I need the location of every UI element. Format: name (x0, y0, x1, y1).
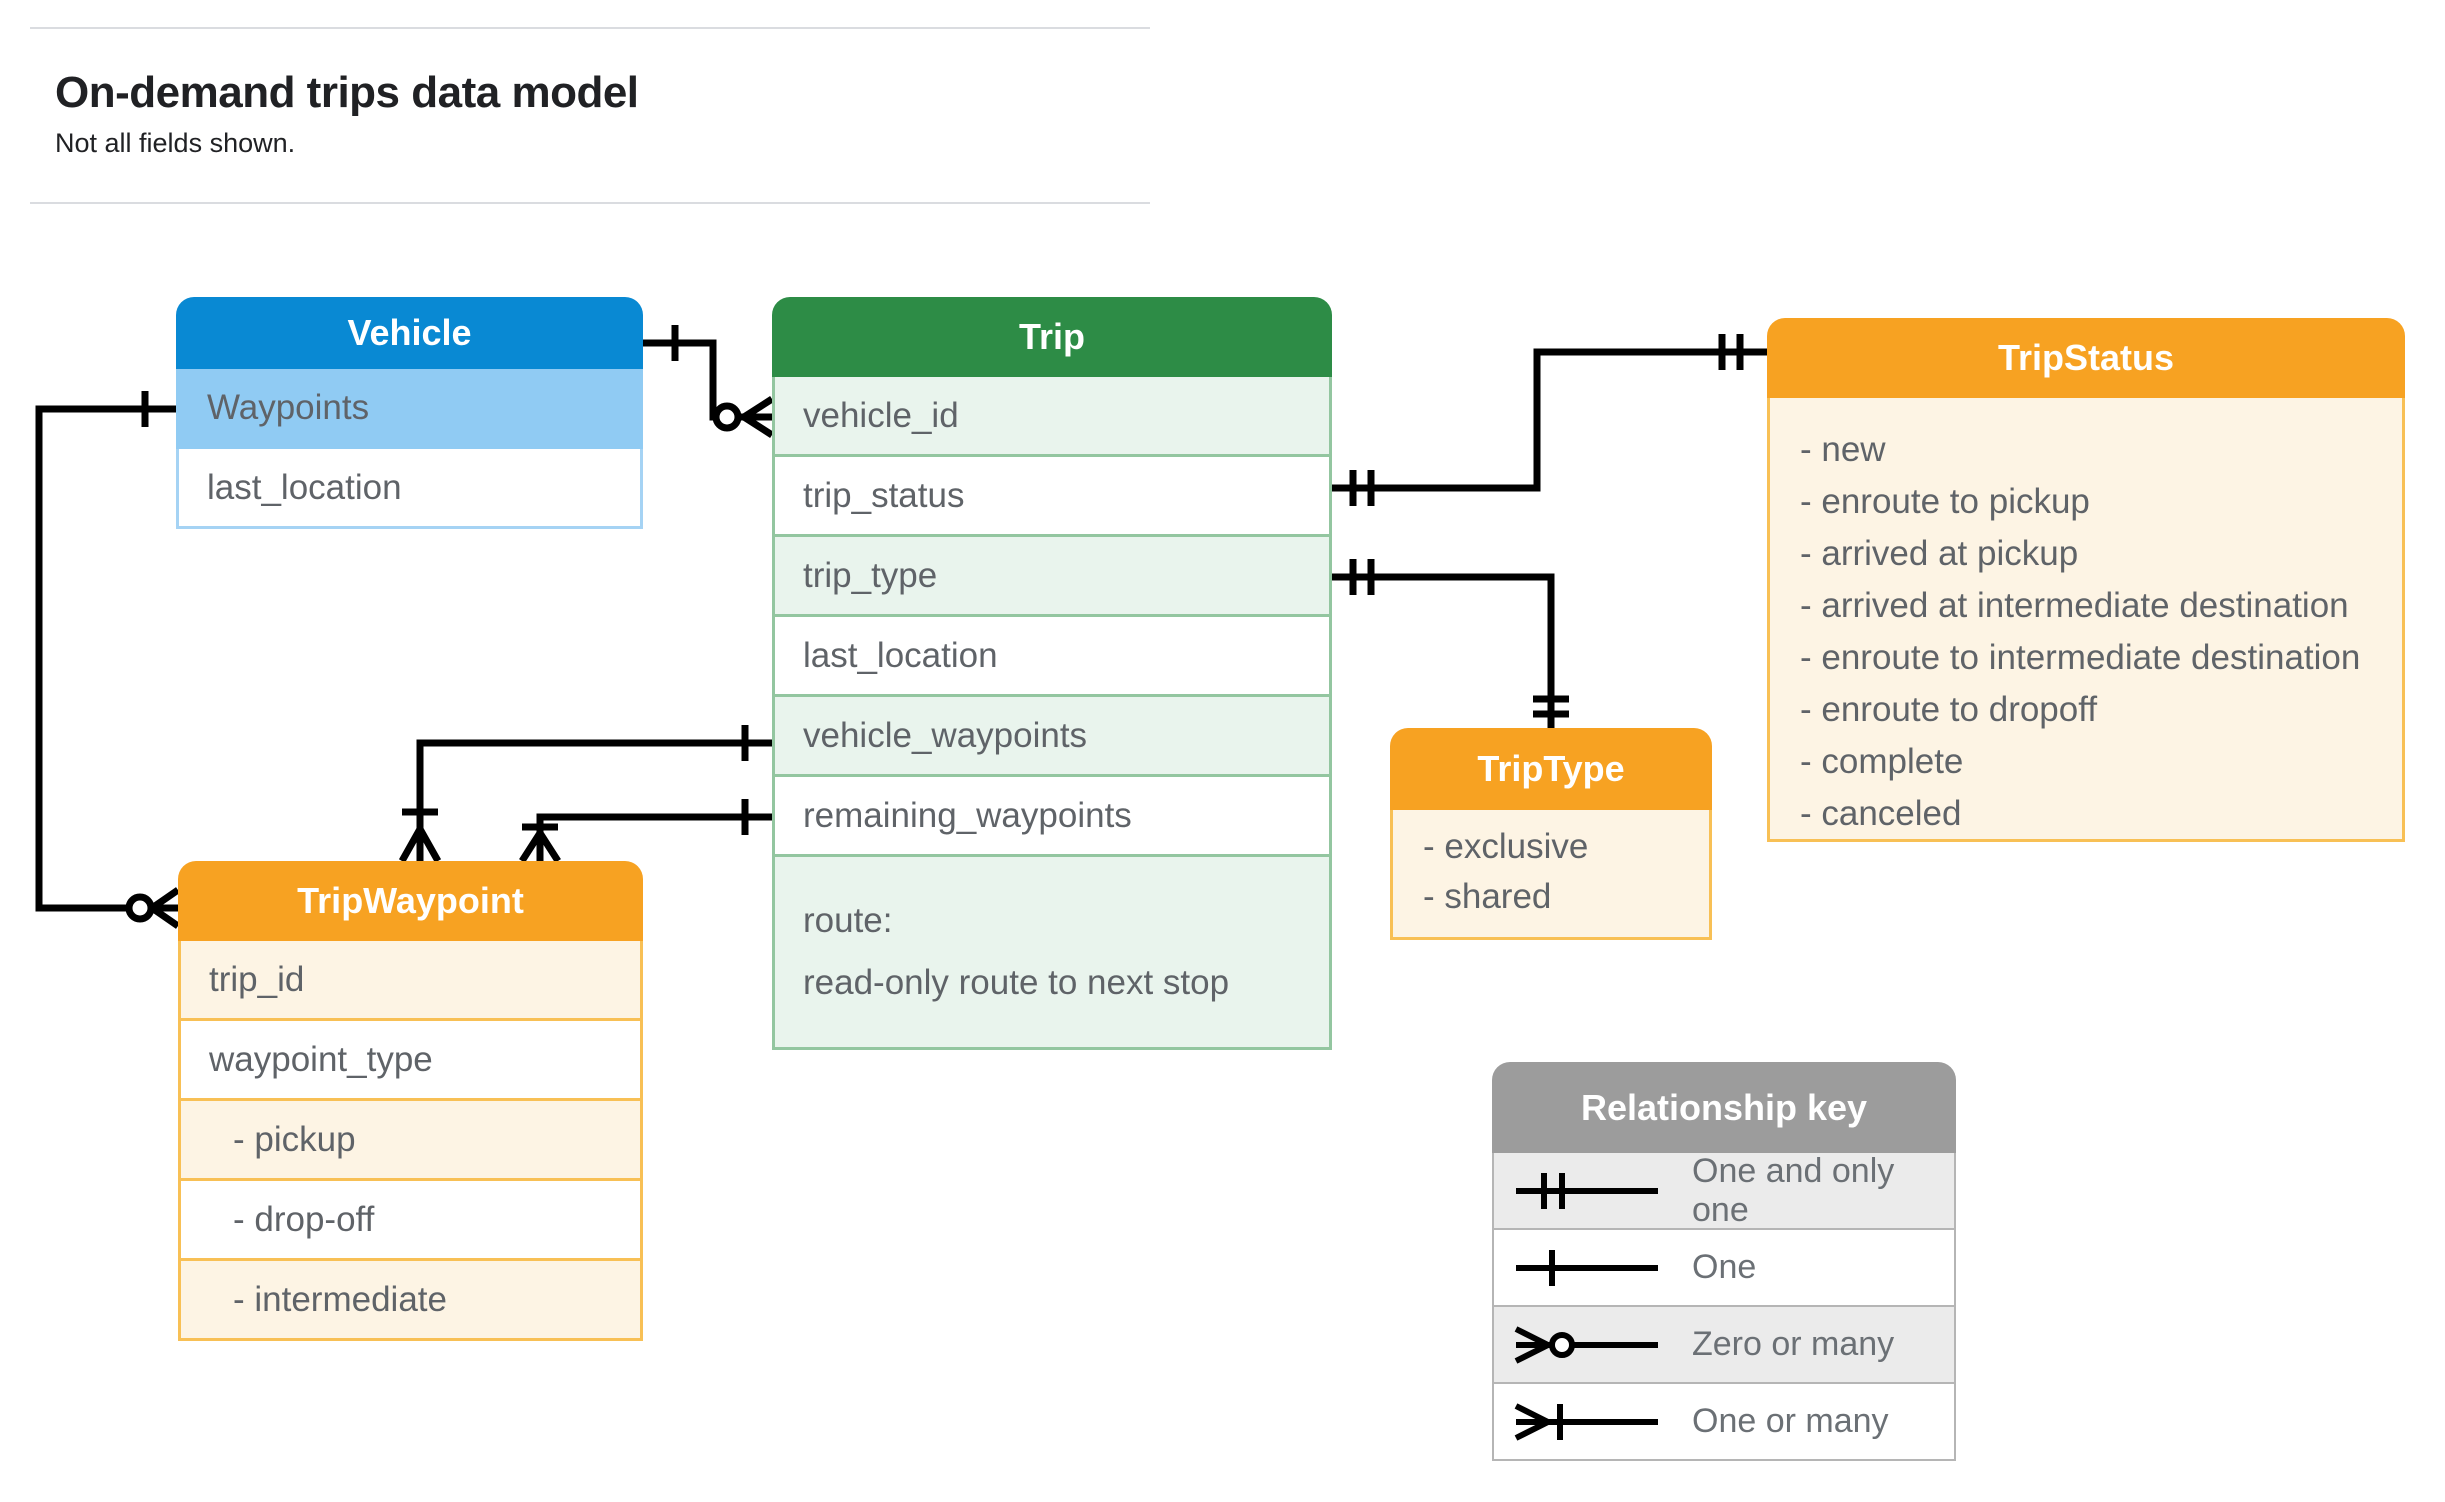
entity-tripstatus: TripStatus - new - enroute to pickup - a… (1767, 318, 2405, 842)
enum-value: - enroute to dropoff (1800, 690, 2098, 729)
crow-foot-icon (519, 831, 561, 863)
field-remaining-waypoints: remaining_waypoints (772, 777, 1332, 857)
crow-foot-icon (398, 827, 442, 863)
enum-value: - exclusive (1423, 827, 1589, 866)
zero-or-many-icon (1514, 1325, 1658, 1364)
enum-value: - arrived at intermediate destination (1800, 586, 2349, 625)
entity-tripwaypoint: TripWaypoint trip_id waypoint_type - pic… (178, 861, 643, 1341)
legend-row-one-or-many: One or many (1492, 1384, 1956, 1461)
legend-label: Zero or many (1692, 1325, 1895, 1363)
field-last-location: last_location (176, 449, 643, 529)
legend-label: One or many (1692, 1402, 1889, 1440)
top-divider (30, 27, 1150, 29)
legend-label: One and only one (1692, 1151, 1895, 1229)
entity-trip: Trip vehicle_id trip_status trip_type la… (772, 297, 1332, 1050)
one-and-only-one-icon (1516, 1172, 1658, 1209)
crow-foot-icon (150, 887, 180, 929)
one-or-many-icon (1514, 1402, 1658, 1441)
entity-vehicle-title: Vehicle (176, 297, 643, 369)
connector-trip-to-tripstatus (1332, 334, 1767, 506)
field-trip-status: trip_status (772, 457, 1332, 537)
double-tick-icon (1349, 559, 1375, 595)
entity-tripstatus-title: TripStatus (1767, 318, 2405, 398)
entity-trip-title: Trip (772, 297, 1332, 377)
legend-row-one: One (1492, 1230, 1956, 1307)
one-icon (1516, 1249, 1658, 1286)
legend-row-zero-or-many: Zero or many (1492, 1307, 1956, 1384)
enum-value: - shared (1423, 877, 1552, 916)
field-vehicle-id: vehicle_id (772, 377, 1332, 457)
enum-value: - enroute to intermediate destination (1800, 638, 2361, 677)
entity-tripwaypoint-title: TripWaypoint (178, 861, 643, 941)
entity-triptype-title: TripType (1390, 728, 1712, 810)
enum-value: - new (1800, 430, 1886, 469)
field-vehicle-waypoints: vehicle_waypoints (772, 697, 1332, 777)
field-trip-id: trip_id (178, 941, 643, 1021)
entity-triptype: TripType - exclusive - shared (1390, 728, 1712, 940)
legend-row-one-and-only-one: One and only one (1492, 1151, 1956, 1230)
connector-vehicle-to-tripwaypoint (35, 391, 180, 929)
zero-circle-icon (125, 893, 155, 923)
page-title: On-demand trips data model (55, 68, 639, 117)
bottom-divider (30, 202, 1150, 204)
relationship-key: Relationship key One and only one One Ze… (1492, 1062, 1956, 1461)
relationship-key-title: Relationship key (1492, 1062, 1956, 1153)
field-last-location: last_location (772, 617, 1332, 697)
tripstatus-values: - new - enroute to pickup - arrived at p… (1767, 398, 2405, 842)
triptype-values: - exclusive - shared (1390, 810, 1712, 940)
enum-value: - complete (1800, 742, 1964, 781)
field-route-description: read-only route to next stop (803, 963, 1230, 1002)
field-route-label: route: (803, 901, 893, 940)
entity-vehicle: Vehicle Waypoints last_location (176, 297, 643, 529)
enum-value: - canceled (1800, 794, 1962, 833)
connector-vehicle-waypoints-to-tripwaypoint (398, 725, 772, 863)
double-tick-icon (1718, 334, 1744, 370)
field-route: route: read-only route to next stop (772, 857, 1332, 1050)
connector-vehicle-to-trip (643, 325, 774, 438)
double-tick-icon (1349, 470, 1375, 506)
enum-value-intermediate: - intermediate (178, 1261, 643, 1341)
crow-foot-icon (742, 396, 774, 438)
connector-trip-to-triptype (1332, 559, 1569, 728)
double-tick-icon (1533, 695, 1569, 718)
zero-circle-icon (712, 402, 742, 432)
enum-value: - enroute to pickup (1800, 482, 2090, 521)
field-waypoint-type: waypoint_type (178, 1021, 643, 1101)
enum-value: - arrived at pickup (1800, 534, 2079, 573)
legend-label: One (1692, 1248, 1757, 1286)
field-trip-type: trip_type (772, 537, 1332, 617)
enum-value-drop-off: - drop-off (178, 1181, 643, 1261)
field-waypoints: Waypoints (176, 369, 643, 449)
connector-remaining-waypoints-to-tripwaypoint (519, 799, 772, 863)
enum-value-pickup: - pickup (178, 1101, 643, 1181)
page-subtitle: Not all fields shown. (55, 128, 296, 158)
